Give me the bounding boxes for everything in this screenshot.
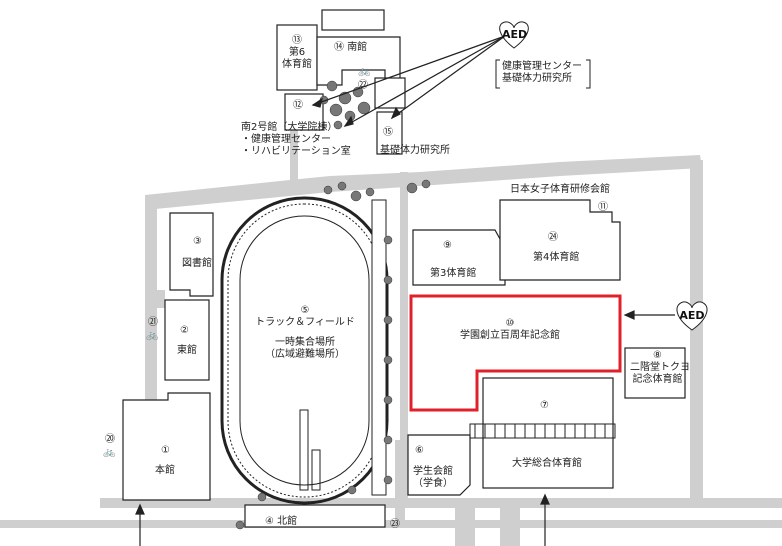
building-5-name: トラック＆フィールド bbox=[255, 317, 355, 328]
building-3-number: ③ bbox=[193, 236, 202, 247]
building-12-name: 南2号館（大学院棟） bbox=[241, 122, 338, 133]
building-9-number: ⑨ bbox=[443, 240, 452, 251]
callout-line2: 基礎体力研究所 bbox=[502, 73, 572, 84]
building-12-sub1: ・健康管理センター bbox=[241, 134, 331, 145]
building-12-label[interactable]: 南2号館（大学院棟） ・健康管理センター ・リハビリテーション室 bbox=[241, 122, 351, 158]
building-1-outline bbox=[122, 392, 211, 501]
bike-parking-23: ㉓ bbox=[390, 519, 400, 530]
building-1-name[interactable]: 本館 bbox=[155, 465, 175, 476]
building-13-outline bbox=[276, 24, 318, 91]
building-12-sub2: ・リハビリテーション室 bbox=[241, 146, 351, 157]
building-10-label[interactable]: ⑩ 学園創立百周年記念館 bbox=[440, 318, 580, 342]
building-8-label[interactable]: ⑧ 二階堂トクヨ 記念体育館 bbox=[630, 350, 690, 386]
building-6-name: 学生会館 bbox=[413, 466, 453, 477]
aed-label-right: AED bbox=[679, 309, 705, 322]
building-6-sub: （学食） bbox=[413, 478, 453, 489]
building-7-number: ⑦ bbox=[540, 400, 549, 411]
aed-heart-top bbox=[499, 21, 529, 49]
building-15-number: ⑮ bbox=[383, 127, 393, 138]
building-14-label[interactable]: ⑭ 南館 bbox=[334, 42, 367, 54]
building-6-number: ⑥ bbox=[415, 445, 424, 456]
aed-label-top: AED bbox=[502, 28, 528, 41]
building-12-outline bbox=[284, 93, 324, 131]
bike-parking-20: ⑳ bbox=[105, 434, 115, 445]
building-13-name2: 体育館 bbox=[282, 59, 312, 70]
building-8-name2: 記念体育館 bbox=[632, 374, 683, 385]
building-4-number: ④ bbox=[265, 516, 274, 527]
building-2-name[interactable]: 東館 bbox=[177, 345, 197, 356]
building-14-name: 南館 bbox=[347, 42, 368, 53]
callout-text: 健康管理センター 基礎体力研究所 bbox=[502, 61, 582, 85]
bike-parking-22: ㉒ bbox=[358, 80, 368, 91]
building-2-number: ② bbox=[180, 325, 189, 336]
building-5-sub1: 一時集合場所 bbox=[275, 337, 335, 348]
building-7-stripe bbox=[469, 423, 616, 439]
building-5-label[interactable]: ⑤ トラック＆フィールド 一時集合場所 （広域避難場所） bbox=[250, 305, 360, 361]
building-4-name: 北館 bbox=[277, 516, 298, 527]
building-3-outline bbox=[169, 212, 214, 297]
bicycle-icon-20: 🚲 bbox=[103, 447, 116, 458]
building-24-name[interactable]: 第4体育館 bbox=[533, 252, 580, 263]
building-10-name: 学園創立百周年記念館 bbox=[460, 330, 560, 341]
building-4-label[interactable]: ④ 北館 bbox=[265, 516, 297, 528]
arrows bbox=[135, 35, 675, 546]
building-12-number: ⑫ bbox=[293, 100, 303, 111]
callout-bracket bbox=[495, 59, 591, 89]
building-7-outline bbox=[482, 377, 614, 489]
building-8-name: 二階堂トクヨ bbox=[630, 362, 690, 373]
building-10-highlight[interactable] bbox=[409, 294, 622, 412]
building-1-number: ① bbox=[161, 445, 170, 456]
building-4-outline bbox=[244, 504, 386, 528]
building-13-name: 第6 bbox=[288, 47, 306, 58]
building-5-number: ⑤ bbox=[300, 305, 310, 316]
building-14-number: ⑭ bbox=[334, 42, 344, 53]
building-13-number: ⑬ bbox=[292, 35, 302, 46]
building-8-number: ⑧ bbox=[653, 350, 662, 361]
building-6-outline bbox=[407, 434, 471, 496]
callout-line1: 健康管理センター bbox=[502, 61, 582, 72]
building-14-outline bbox=[316, 36, 401, 101]
building-top-annex bbox=[321, 9, 385, 31]
building-2-outline bbox=[164, 299, 210, 381]
building-24-number: ㉔ bbox=[548, 232, 558, 243]
building-24-outline bbox=[499, 199, 621, 281]
bicycle-icon-22: 🚲 bbox=[358, 66, 371, 77]
building-22-annex bbox=[374, 77, 406, 109]
building-3-name[interactable]: 図書館 bbox=[182, 258, 212, 269]
track-field bbox=[220, 196, 389, 505]
building-10-number: ⑩ bbox=[505, 318, 515, 329]
building-13-label[interactable]: ⑬ 第6 体育館 bbox=[282, 35, 312, 71]
building-8-outline bbox=[624, 347, 686, 399]
aed-heart-right bbox=[676, 301, 708, 331]
building-11-name[interactable]: 日本女子体育研修会館 bbox=[510, 184, 610, 195]
bicycle-icon-21: 🚲 bbox=[146, 330, 159, 341]
building-5-sub2: （広域避難場所） bbox=[265, 349, 345, 360]
building-11-number: ⑪ bbox=[598, 202, 608, 213]
building-6-label[interactable]: 学生会館 （学食） bbox=[413, 466, 453, 490]
building-15-name[interactable]: 基礎体力研究所 bbox=[380, 145, 450, 156]
trees bbox=[235, 80, 431, 530]
buildings bbox=[122, 9, 686, 528]
bike-parking-21: ㉑ bbox=[148, 317, 158, 328]
building-9-name[interactable]: 第3体育館 bbox=[430, 268, 477, 279]
building-7-name[interactable]: 大学総合体育館 bbox=[512, 458, 582, 469]
building-15-outline bbox=[376, 111, 403, 155]
